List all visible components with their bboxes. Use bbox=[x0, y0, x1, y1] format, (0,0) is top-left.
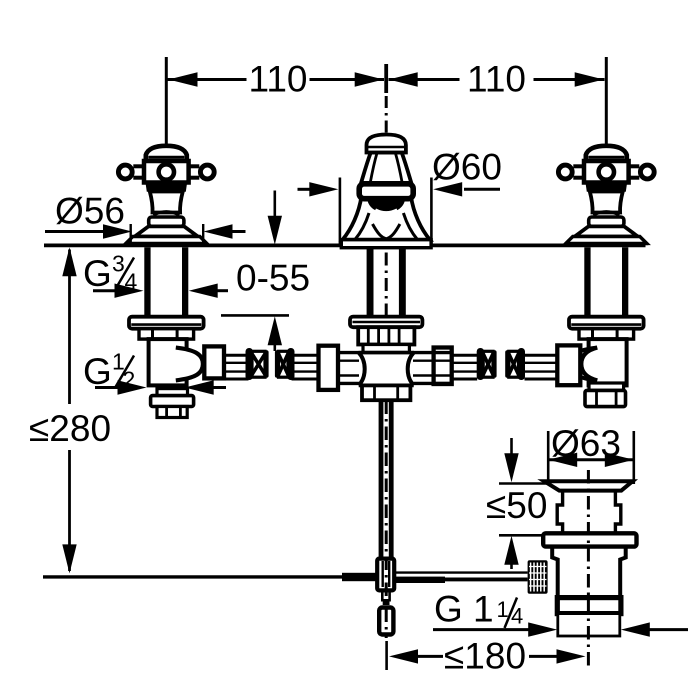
svg-text:110: 110 bbox=[249, 59, 308, 100]
svg-text:≤280: ≤280 bbox=[29, 408, 111, 449]
svg-text:Ø56: Ø56 bbox=[55, 191, 125, 232]
svg-text:3: 3 bbox=[112, 251, 125, 277]
svg-text:≤180: ≤180 bbox=[444, 636, 526, 677]
svg-text:1: 1 bbox=[112, 349, 125, 375]
svg-text:Ø60: Ø60 bbox=[432, 147, 502, 188]
svg-text:4: 4 bbox=[511, 604, 523, 629]
svg-text:≤50: ≤50 bbox=[486, 485, 547, 526]
svg-text:110: 110 bbox=[467, 59, 526, 100]
svg-text:G: G bbox=[83, 253, 112, 294]
svg-text:G: G bbox=[83, 351, 112, 392]
svg-text:0-55: 0-55 bbox=[236, 258, 310, 299]
svg-text:1: 1 bbox=[497, 597, 509, 622]
svg-text:G 1: G 1 bbox=[434, 589, 494, 630]
